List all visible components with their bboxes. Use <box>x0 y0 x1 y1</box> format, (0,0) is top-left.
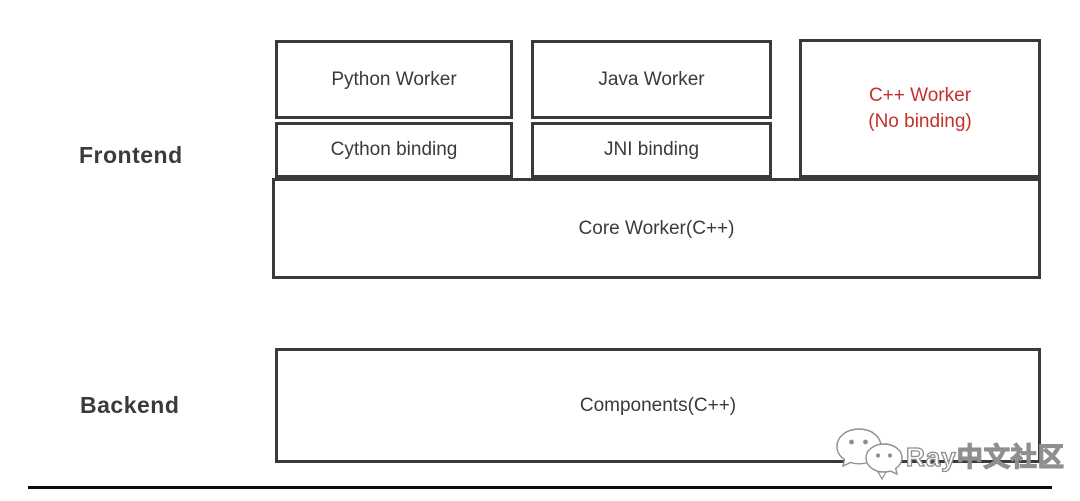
cpp-worker-label: C++ Worker (No binding) <box>868 83 972 134</box>
python-worker-box: Python Worker <box>275 40 513 119</box>
backend-label: Backend <box>80 392 180 418</box>
jni-binding-box: JNI binding <box>531 122 772 178</box>
core-worker-label: Core Worker(C++) <box>578 217 735 239</box>
watermark: Ray中文社区 <box>834 426 1065 484</box>
cython-binding-box: Cython binding <box>275 122 513 178</box>
jni-binding-label: JNI binding <box>603 139 700 161</box>
core-worker-box: Core Worker(C++) <box>272 178 1041 279</box>
components-box: Components(C++) <box>275 348 1041 463</box>
java-worker-label: Java Worker <box>598 68 705 90</box>
python-worker-label: Python Worker <box>331 68 457 90</box>
watermark-text: Ray中文社区 <box>905 441 1065 472</box>
cpp-worker-label-line1: C++ Worker <box>868 84 972 106</box>
wechat-icon <box>834 426 904 484</box>
bottom-divider-line <box>28 486 1052 489</box>
cython-binding-label: Cython binding <box>330 139 458 161</box>
cpp-worker-label-line2: (No binding) <box>868 110 972 132</box>
frontend-label: Frontend <box>79 142 183 168</box>
cpp-worker-box: C++ Worker (No binding) <box>799 39 1041 178</box>
components-label: Components(C++) <box>579 394 737 416</box>
java-worker-box: Java Worker <box>531 40 772 119</box>
